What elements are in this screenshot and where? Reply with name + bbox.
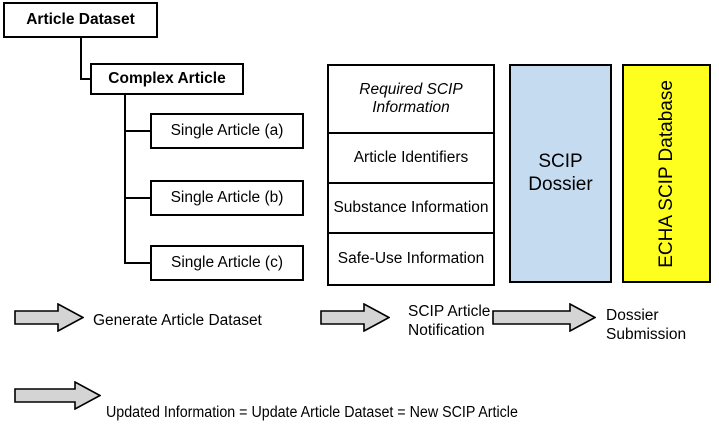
connector-root-vertical <box>80 38 82 79</box>
node-single-article-a: Single Article (a) <box>150 113 304 149</box>
scip-table-row-substance-information: Substance Information <box>329 184 493 234</box>
connector-single-c <box>124 262 152 264</box>
node-complex-article: Complex Article <box>90 63 244 95</box>
footnote-line-1: Updated Information = Update Article Dat… <box>106 404 518 422</box>
right-block-arrow-icon <box>492 303 596 332</box>
node-single-article-c: Single Article (c) <box>150 245 304 281</box>
flow-caption-scip-article-notification: SCIP Article Notification <box>408 303 498 341</box>
flow-caption-dossier-submission: Dossier Submission <box>606 307 711 345</box>
node-article-dataset: Article Dataset <box>3 2 158 38</box>
right-block-arrow-icon <box>320 303 390 332</box>
node-scip-dossier: SCIP Dossier <box>509 64 612 283</box>
node-scip-dossier-label: SCIP Dossier <box>528 150 593 195</box>
flow-caption-dossier-submission-text: Dossier Submission <box>606 307 687 343</box>
connector-root-horizontal <box>80 78 92 80</box>
scip-table-header: Required SCIP Information <box>329 66 493 134</box>
connector-single-b <box>124 197 152 199</box>
node-echa-scip-database: ECHA SCIP Database <box>622 64 711 283</box>
scip-information-table: Required SCIP Information Article Identi… <box>327 64 495 286</box>
flow-caption-generate-article-dataset: Generate Article Dataset <box>93 312 262 329</box>
node-single-article-a-label: Single Article (a) <box>170 122 284 140</box>
node-single-article-c-label: Single Article (c) <box>171 254 283 272</box>
scip-table-row-safe-use-information: Safe-Use Information <box>337 250 485 268</box>
connector-complex-vertical <box>124 95 126 264</box>
right-block-arrow-icon <box>14 381 101 410</box>
flow-caption-scip-article-notification-text: SCIP Article Notification <box>408 303 491 339</box>
node-complex-article-label: Complex Article <box>108 70 226 88</box>
node-single-article-b: Single Article (b) <box>150 180 304 216</box>
node-single-article-b-label: Single Article (b) <box>170 189 284 207</box>
node-article-dataset-label: Article Dataset <box>26 11 135 29</box>
right-block-arrow-icon <box>14 303 84 332</box>
connector-single-a <box>124 130 152 132</box>
footnote-text: Updated Information = Update Article Dat… <box>106 381 518 431</box>
node-echa-scip-database-label: ECHA SCIP Database <box>655 79 677 268</box>
scip-table-row-article-identifiers: Article Identifiers <box>329 134 493 184</box>
